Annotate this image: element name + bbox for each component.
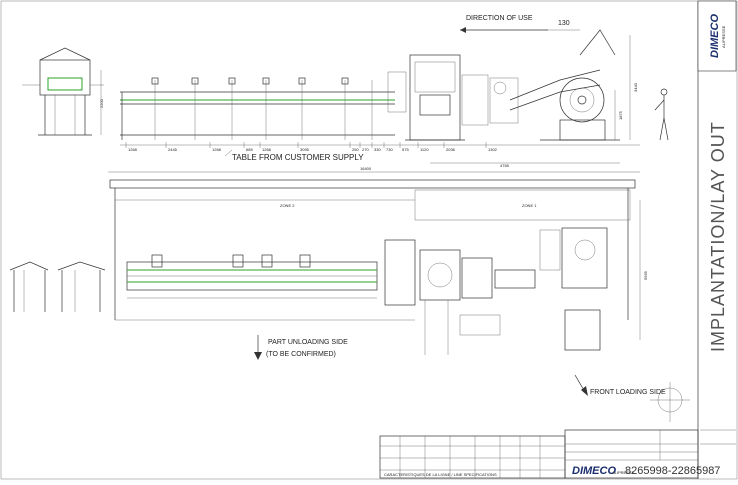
elevation-dim-label: 1302 [488,147,498,152]
zone1-label: ZONE 1 [522,203,537,208]
dim-height-left: 2200 [99,98,104,108]
elevation-dim-label: 575 [402,147,409,152]
title-block-brand: DIMECO [572,465,616,477]
elevation-dim-label: 2445 [168,147,178,152]
plan-press-group [384,227,608,355]
front-loading-side: FRONT LOADING SIDE [574,374,666,396]
side-views-left [9,261,106,312]
elevation-dim-label: 2036 [446,147,456,152]
sheet-title-vertical: IMPLANTATION/LAY OUT [708,121,728,352]
left-stand-machine [22,47,104,136]
elevation-dim-label: 1120 [420,147,429,152]
svg-text:1875: 1875 [618,110,623,120]
logo-box [697,0,737,72]
svg-text:2200: 2200 [99,98,104,108]
watermark-id: 8265998-22865987 [625,465,720,477]
dim-sub-length: 4765 [500,163,510,168]
elevation-dim-label: 1268 [128,147,138,152]
overhead-beam [109,179,636,189]
svg-text:PART UNLOADING SIDE: PART UNLOADING SIDE [268,339,348,346]
svg-text:DIRECTION OF USE: DIRECTION OF USE [466,15,533,22]
svg-text:FRONT LOADING SIDE: FRONT LOADING SIDE [590,389,666,396]
detail-section [650,382,690,422]
elevation-conveyor [120,77,395,140]
elevation-dim-label: 3095 [300,147,310,152]
elevation-dim-label: 250 [352,147,359,152]
svg-text:ALIPRESSE: ALIPRESSE [721,25,726,48]
coil-feeder-elevation [509,29,620,141]
elevation-dim-label: 1268 [212,147,222,152]
svg-text:DIMECO: DIMECO [709,14,721,58]
title-block-brand-sub: ALIPRESSE [612,470,635,475]
spec-table: CARACTERISTIQUES DE LA LIGNE / LINE SPEC… [379,435,566,479]
dim-height-right2: 1875 [618,110,623,120]
elevation-dim-label: 685 [246,147,253,152]
zone2-label: ZONE 2 [280,203,295,208]
direction-of-use: DIRECTION OF USE [460,15,548,33]
elevation-dim-label: 270 [362,147,369,152]
elevation-dim-label: 730 [386,147,393,152]
part-unloading-side: PART UNLOADING SIDE (TO BE CONFIRMED) [254,335,348,360]
press-machine-elevation [387,54,519,141]
dim-vertical-right: 5565 [643,270,648,280]
title-block: DIMECO ALIPRESSE [564,429,736,479]
dim-top-width: 130 [558,20,570,27]
elevation-dim-label: 330 [374,147,381,152]
elevation-dim-label: 1268 [262,147,272,152]
human-scale-figure [654,88,669,141]
svg-text:3440: 3440 [633,82,638,92]
svg-text:IMPLANTATION/LAY OUT: IMPLANTATION/LAY OUT [708,121,728,352]
table-supply-label: TABLE FROM CUSTOMER SUPPLY [232,153,364,162]
svg-text:(TO BE CONFIRMED): (TO BE CONFIRMED) [266,351,336,358]
dim-height-right: 3440 [633,82,638,92]
line-spec-caption: CARACTERISTIQUES DE LA LIGNE / LINE SPEC… [384,472,497,477]
svg-text:5565: 5565 [643,270,648,280]
dim-overall-length: 16400 [360,166,372,171]
plan-conveyor [126,254,378,299]
brand-logo-right: DIMECO ALIPRESSE [709,14,726,58]
